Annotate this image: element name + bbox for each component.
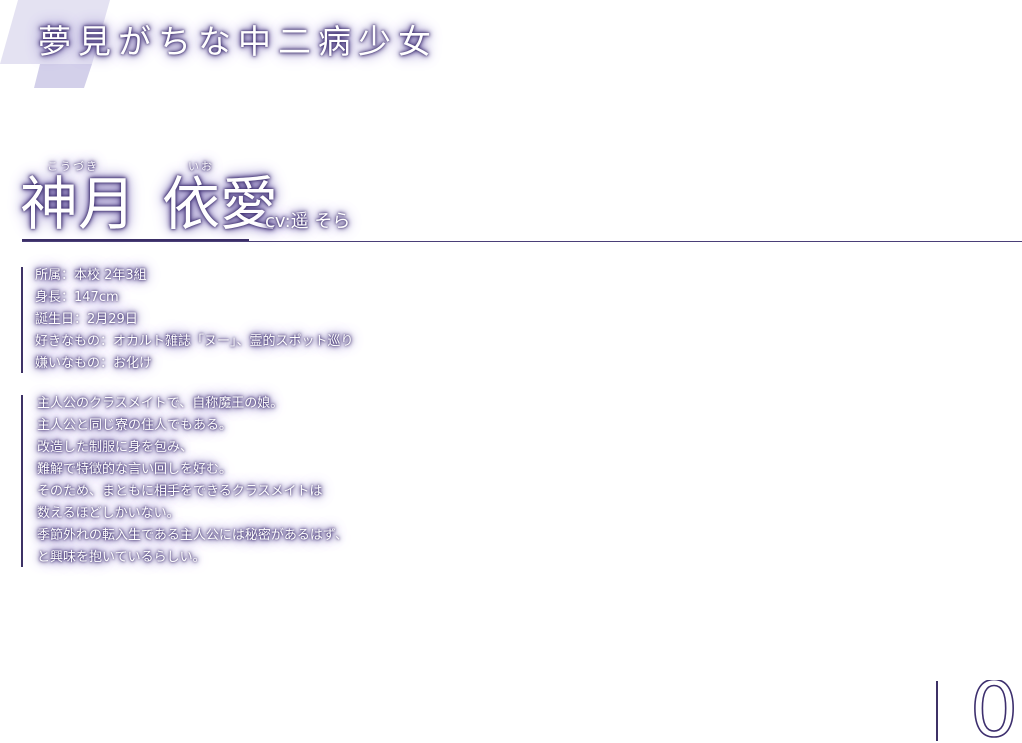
description-line: 数えるほどしかいない。 <box>37 506 180 521</box>
description-line: と興味を抱いているらしい。 <box>37 550 206 565</box>
divider-rule <box>22 241 1022 242</box>
header-decoration <box>0 0 110 88</box>
profile-list: 所属：本校 2年3組 身長：147cm 誕生日：2月29日 好きなもの：オカルト… <box>35 265 354 375</box>
page-number-divider <box>936 681 938 741</box>
description-line: 主人公のクラスメイトで、自称魔王の娘。 <box>37 396 284 411</box>
character-name: 神月依愛 <box>20 168 278 240</box>
given-name-ruby: いお <box>188 160 214 173</box>
profile-birthday: 誕生日：2月29日 <box>35 312 138 327</box>
description-line: そのため、まともに相手をできるクラスメイトは <box>37 484 323 499</box>
description-line: 季節外れの転入生である主人公には秘密があるはず、 <box>37 528 348 543</box>
description-line: 改造した制服に身を包み、 <box>37 440 194 455</box>
profile-affiliation: 所属：本校 2年3組 <box>35 268 147 283</box>
family-name-ruby: こうづき <box>47 160 99 173</box>
profile-dislikes: 嫌いなもの：お化け <box>35 356 153 371</box>
family-name: 神月 <box>20 170 137 238</box>
given-name: 依愛 <box>162 170 279 238</box>
profile-bar <box>21 267 23 373</box>
catchphrase: 夢見がちな中二病少女 <box>38 22 438 61</box>
profile-height: 身長：147cm <box>35 290 119 305</box>
description-line: 難解で特徴的な言い回しを好む。 <box>37 462 233 477</box>
description-list: 主人公のクラスメイトで、自称魔王の娘。 主人公と同じ寮の住人でもある。 改造した… <box>37 393 348 569</box>
page-number-text: 0 <box>972 680 1016 740</box>
profile-likes: 好きなもの：オカルト雑誌「ヌー」、霊的スポット巡り <box>35 334 354 349</box>
name-underline <box>22 239 249 242</box>
description-bar <box>21 395 23 567</box>
page-number: 0 <box>972 680 1016 740</box>
voice-actor: cv:遥 そら <box>265 211 351 232</box>
description-line: 主人公と同じ寮の住人でもある。 <box>37 418 233 433</box>
